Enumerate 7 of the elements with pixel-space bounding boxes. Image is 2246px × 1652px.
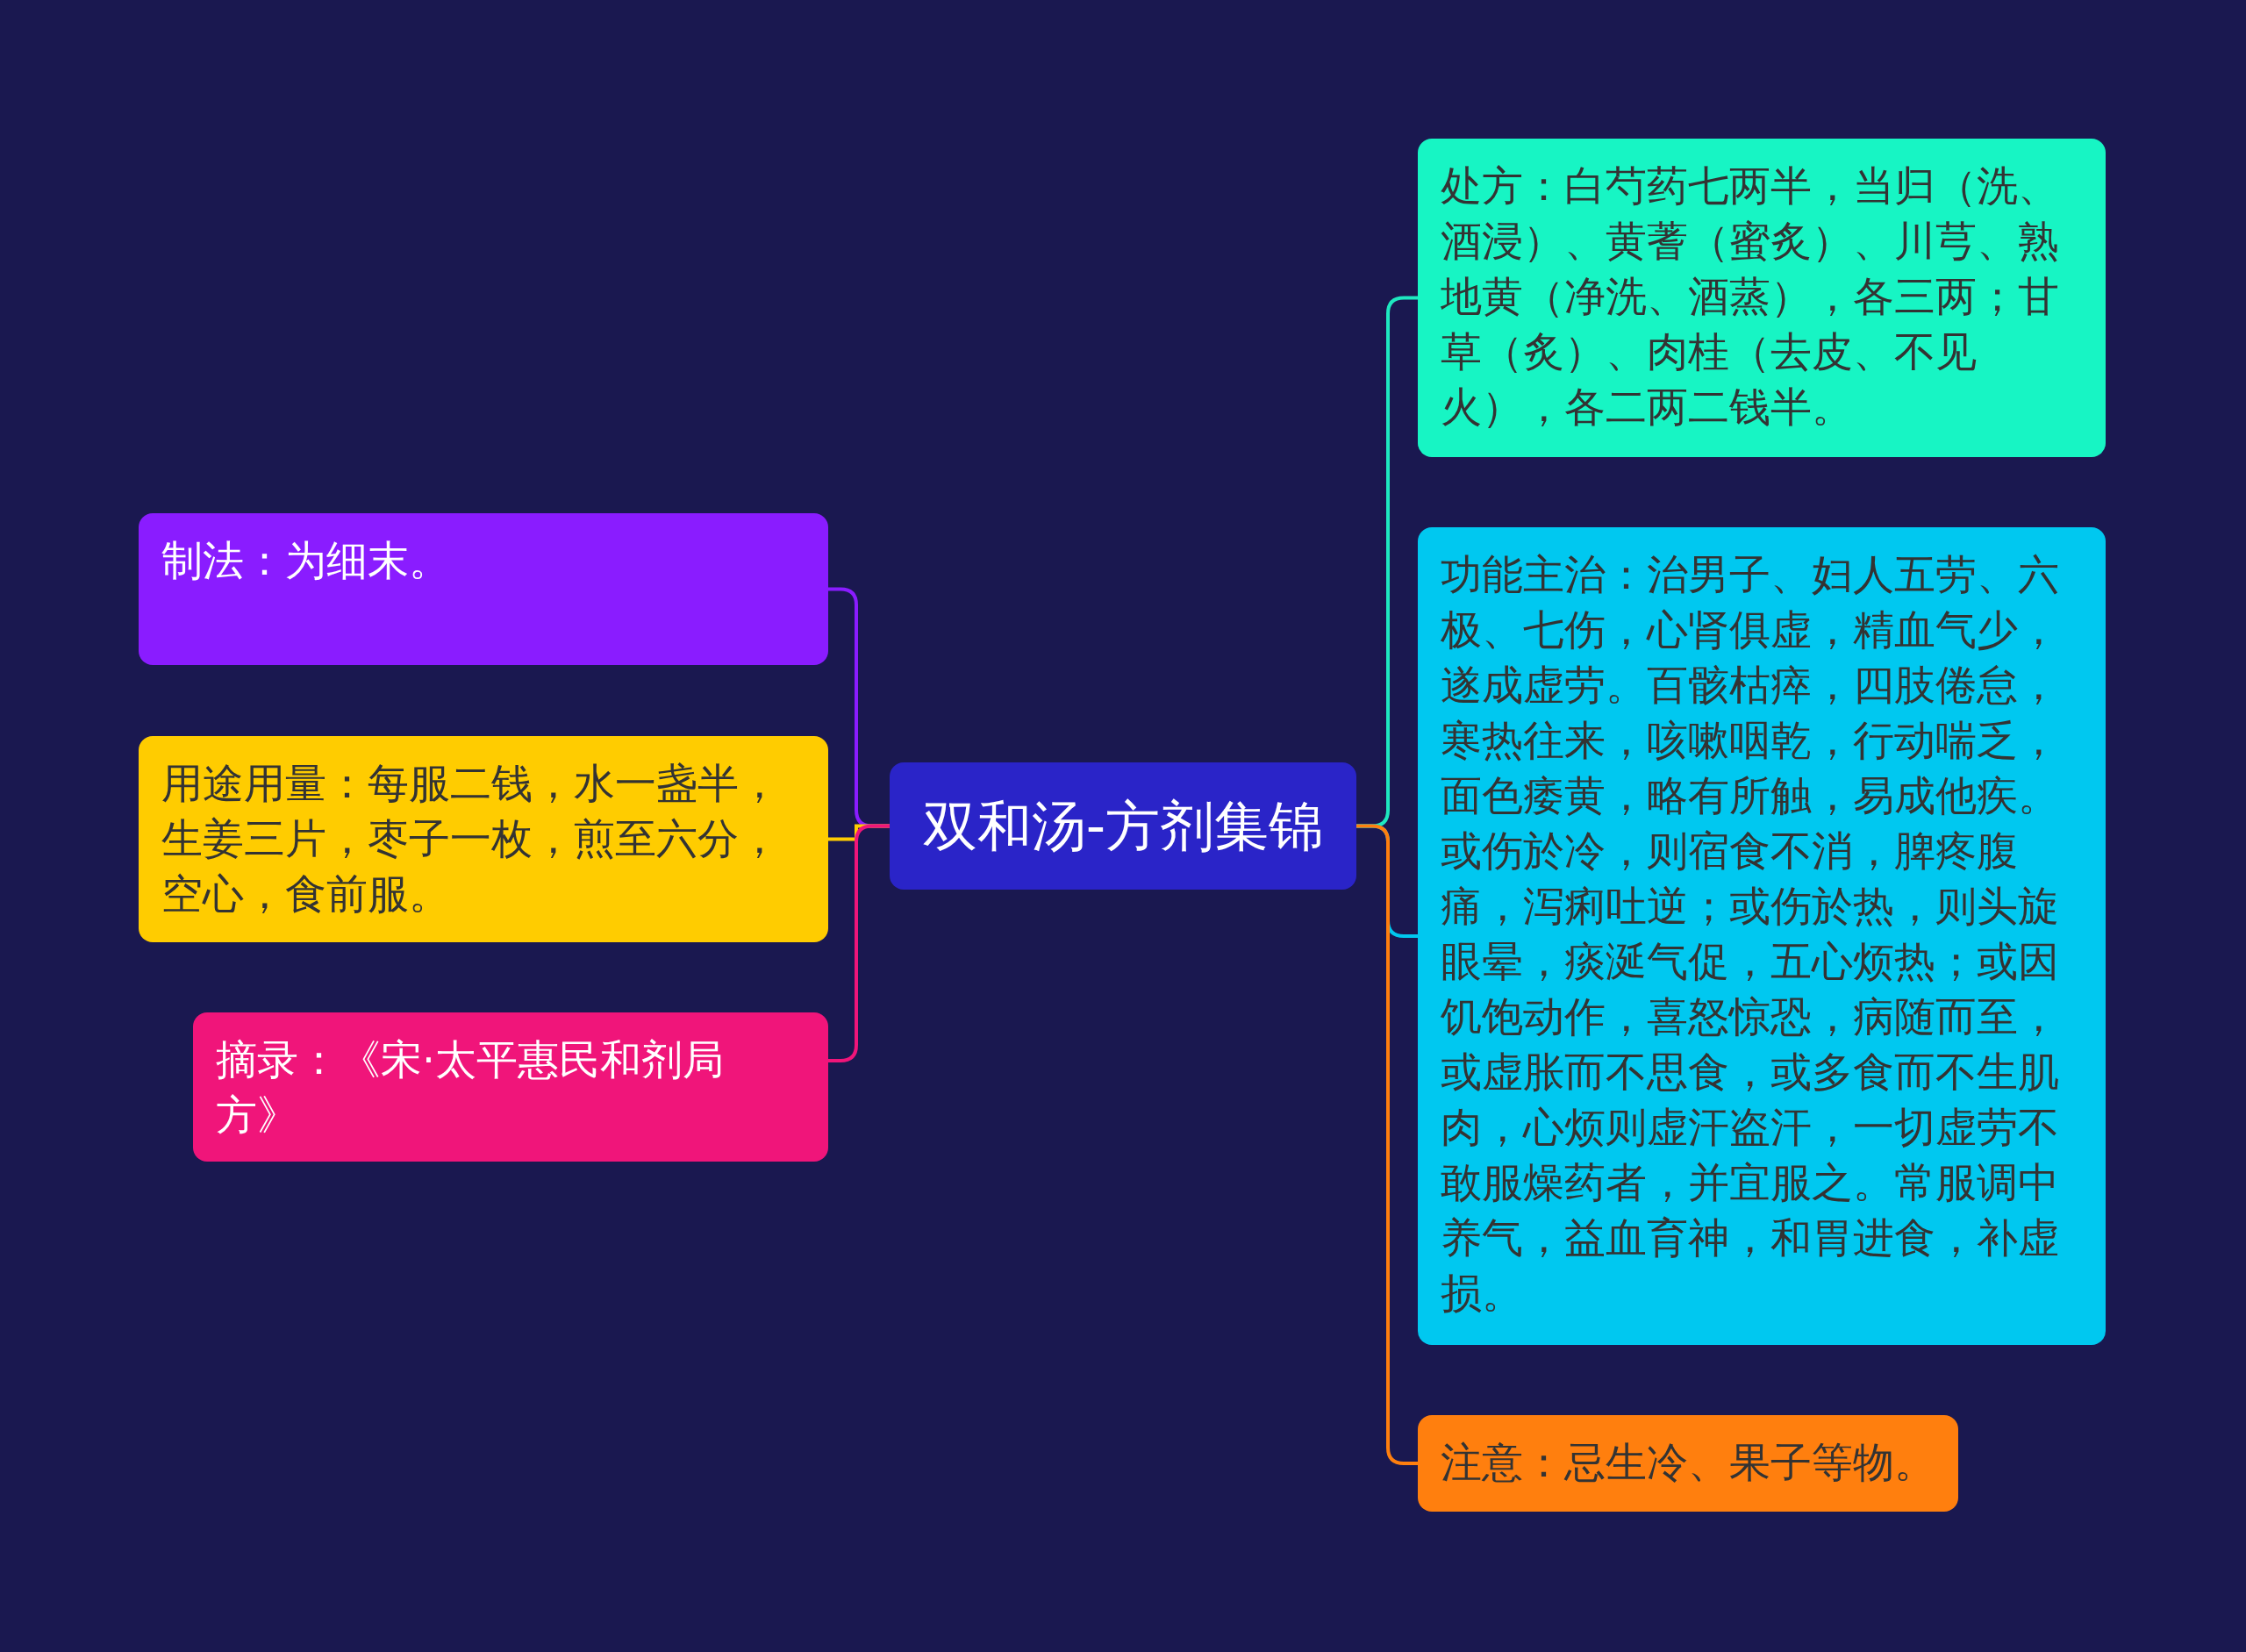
- topic-box: 处方：白芍药七两半，当归（洗、酒浸）、黄蓍（蜜炙）、川芎、熟地黄（净洗、酒蒸），各三两；甘草（炙）、肉桂（去皮、不见火），各二两二钱半。: [1418, 139, 2106, 457]
- topic-box: 用途用量：每服二钱，水一盏半，生姜三片，枣子一枚，煎至六分，空心，食前服。: [139, 736, 828, 942]
- topic-box: 功能主治：治男子、妇人五劳、六极、七伤，心肾俱虚，精血气少，遂成虚劳。百骸枯瘁，四肢倦怠，寒热往来，咳嗽咽乾，行动喘乏，面色痿黄，略有所触，易成他疾。或伤於冷，则宿食不消，脾疼腹痛，泻痢吐逆；或伤於热，则头旋眼晕，痰涎气促，五心烦热；或因饥饱动作，喜怒惊恐，病随而至，或虚胀而不思食，或多食而不生肌肉，心烦则虚汗盗汗，一切虚劳不敢服燥药者，并宜服之。常服调中养气，益血育神，和胃进食，补虚损。: [1418, 527, 2106, 1345]
- central-topic: 双和汤-方剂集锦: [890, 762, 1356, 890]
- topic-box: 制法：为细末。: [139, 513, 828, 665]
- topic-box: 摘录：《宋·太平惠民和剂局方》: [193, 1012, 828, 1162]
- topic-box: 注意：忌生冷、果子等物。: [1418, 1415, 1958, 1512]
